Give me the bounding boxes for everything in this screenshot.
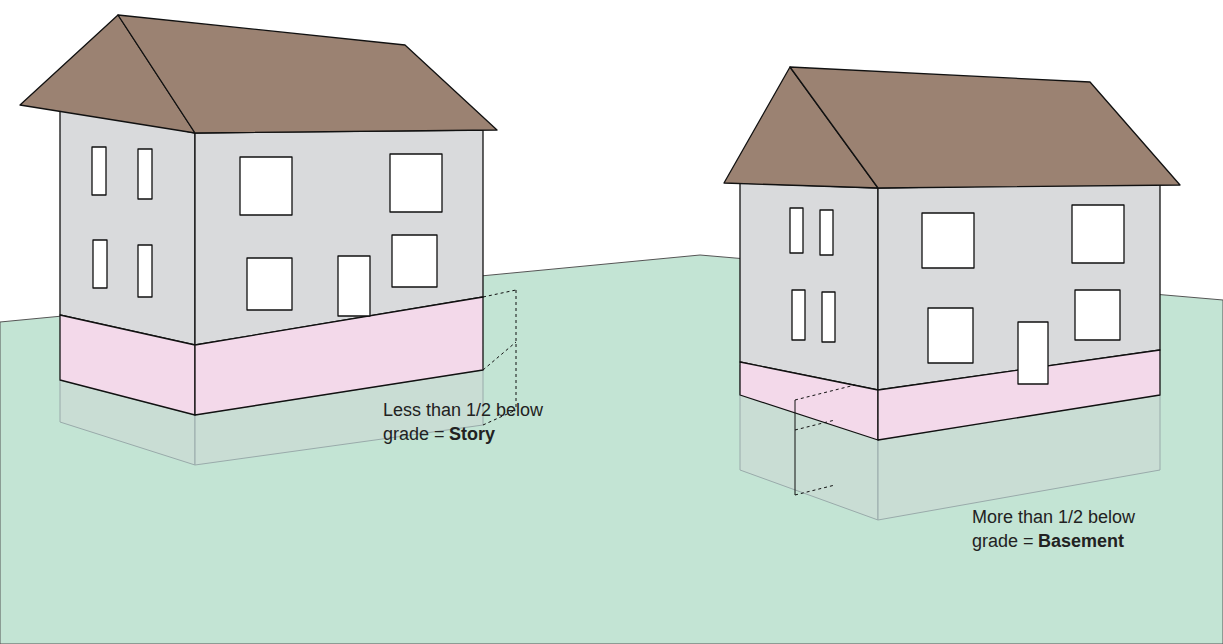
left-house <box>20 15 516 465</box>
classification-term: Basement <box>1038 531 1124 551</box>
annotation: Less than 1/2 below grade =Story <box>383 398 579 447</box>
classification-term: Story <box>449 424 495 444</box>
right-house <box>724 67 1180 520</box>
annotation: More than 1/2 below grade =Basement <box>972 505 1168 554</box>
